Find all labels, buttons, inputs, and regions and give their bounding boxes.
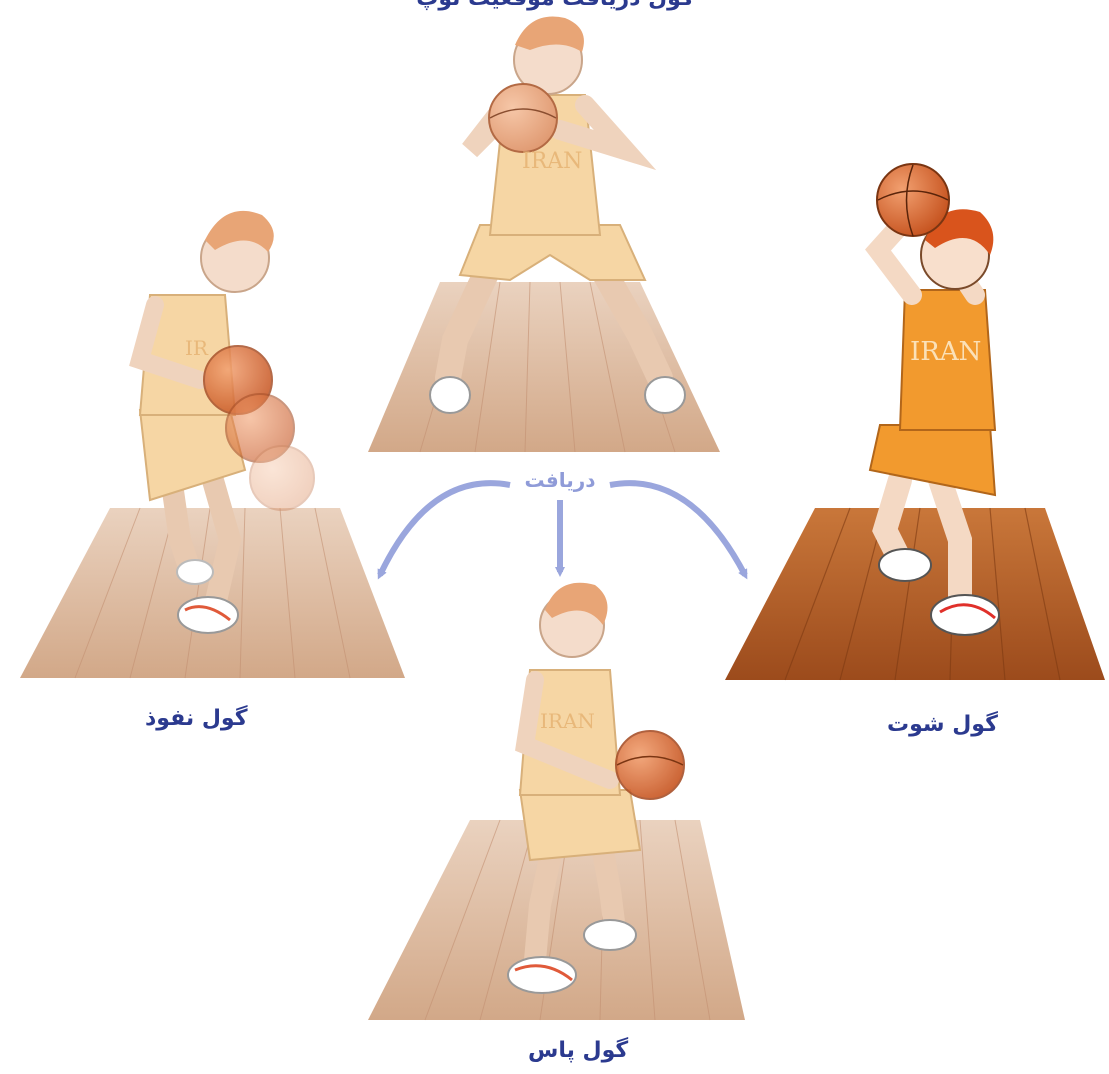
basketball-bottom: [616, 731, 684, 799]
label-left: گول نفوذ: [145, 706, 248, 731]
jersey-text-bottom: IRAN: [540, 709, 595, 733]
floor-right: [725, 508, 1105, 680]
arrow-left: [380, 483, 510, 575]
center-label: دریافت: [520, 468, 600, 492]
jersey-text-top: IRAN: [522, 149, 582, 174]
arrows: [380, 483, 745, 575]
label-bottom: گول پاس: [528, 1038, 628, 1063]
arrow-right: [610, 483, 745, 575]
basketball-right: [877, 164, 949, 236]
player-left-dribble: IR: [20, 211, 405, 678]
basketball-left-3: [250, 446, 314, 510]
player-top-ready-position: IRAN: [368, 17, 720, 452]
player-bottom-passing: IRAN: [368, 583, 745, 1020]
label-right: گول شوت: [887, 712, 998, 737]
jersey-text-left: IR: [185, 336, 209, 360]
player-right-shooting: IRAN: [725, 164, 1105, 680]
jersey-text-right: IRAN: [910, 337, 981, 367]
top-caption: گول دریافت موقعیت توپ: [360, 0, 750, 11]
basketball-top: [489, 84, 557, 152]
